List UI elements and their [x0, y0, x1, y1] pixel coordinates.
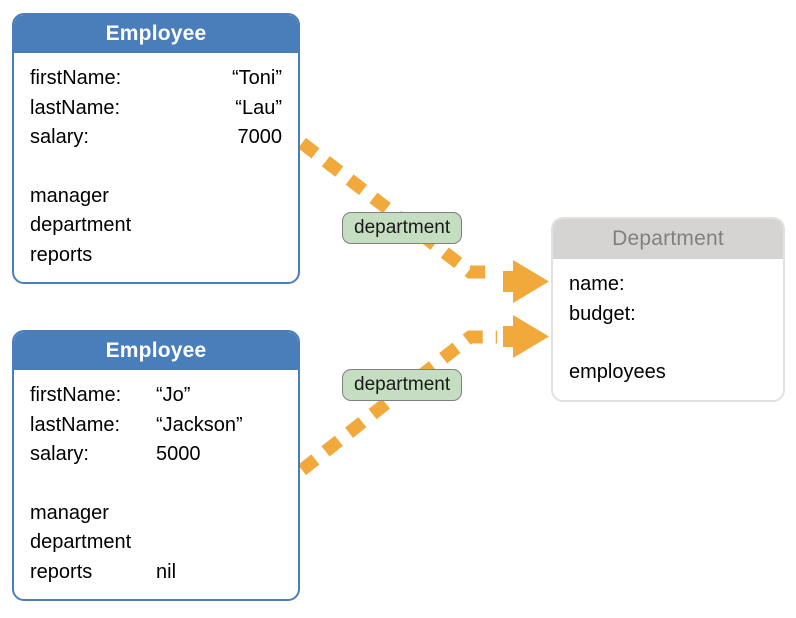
property-value-lastname: “Lau” [235, 96, 282, 119]
property-value-salary: 7000 [237, 126, 283, 148]
property-row-employees: employees [569, 358, 767, 388]
property-key-manager: manager [30, 184, 109, 207]
property-key-salary: salary: [30, 443, 89, 465]
property-value-department [156, 528, 282, 558]
object-header-employee-toni: Employee [14, 15, 298, 53]
property-row-salary: salary: 7000 [30, 123, 282, 153]
property-key-employees: employees [569, 361, 666, 383]
property-key-budget: budget: [569, 302, 636, 325]
property-key-lastname: lastName: [30, 96, 121, 119]
property-value-reports: nil [156, 560, 177, 583]
property-value-firstname: “Jo” [156, 384, 191, 406]
object-body-employee-jo: firstName: “Jo” lastName: “Jackson” sala… [14, 370, 298, 599]
property-key-lastname: lastName: [30, 413, 121, 436]
property-row-lastname: lastName: “Lau” [30, 94, 282, 124]
property-row-budget: budget: [569, 300, 767, 330]
property-value-employees [666, 358, 767, 388]
property-value-manager [109, 182, 282, 212]
object-header-employee-jo: Employee [14, 332, 298, 370]
property-row-salary: salary: 5000 [30, 440, 282, 470]
property-value-firstname: “Toni” [231, 67, 282, 89]
relation-arrow-bottom-head [503, 315, 549, 358]
object-body-department: name: budget: employees [553, 259, 783, 400]
property-value-salary: 5000 [156, 443, 201, 465]
property-row-reports: reports nil [30, 558, 282, 588]
property-key-firstname: firstName: [30, 384, 122, 406]
relation-label-department-top[interactable]: department [342, 212, 463, 244]
property-key-reports: reports [30, 243, 93, 266]
property-row-department: department [30, 211, 282, 241]
property-row-firstname: firstName: “Toni” [30, 64, 282, 94]
object-box-department[interactable]: Department name: budget: employees [551, 217, 785, 402]
property-key-salary: salary: [30, 126, 89, 148]
property-row-spacer [569, 329, 767, 358]
property-value-manager [156, 499, 282, 529]
property-value-reports [92, 241, 282, 271]
property-key-reports: reports [30, 560, 93, 583]
property-value-department [131, 211, 282, 241]
property-row-reports: reports [30, 241, 282, 271]
relation-arrow-bottom-dashes [297, 330, 497, 476]
property-row-department: department [30, 528, 282, 558]
property-key-department: department [30, 531, 132, 553]
object-box-employee-jo[interactable]: Employee firstName: “Jo” lastName: “Jack… [12, 330, 300, 601]
property-key-department: department [30, 214, 132, 236]
property-row-manager: manager [30, 499, 282, 529]
relation-arrow-top-dashes [298, 137, 497, 279]
property-value-budget [636, 300, 767, 330]
property-row-name: name: [569, 270, 767, 300]
relation-arrow-top-head [503, 260, 549, 303]
property-value-lastname: “Jackson” [156, 413, 243, 436]
object-header-department: Department [553, 219, 783, 259]
property-key-firstname: firstName: [30, 67, 122, 89]
property-row-firstname: firstName: “Jo” [30, 381, 282, 411]
property-row-manager: manager [30, 182, 282, 212]
property-key-name: name: [569, 273, 625, 295]
relation-label-department-bottom[interactable]: department [342, 369, 463, 401]
property-value-name [625, 270, 767, 300]
property-row-spacer [30, 153, 282, 182]
property-row-spacer [30, 470, 282, 499]
object-box-employee-toni[interactable]: Employee firstName: “Toni” lastName: “La… [12, 13, 300, 284]
property-row-lastname: lastName: “Jackson” [30, 411, 282, 441]
property-key-manager: manager [30, 501, 109, 524]
object-body-employee-toni: firstName: “Toni” lastName: “Lau” salary… [14, 53, 298, 282]
